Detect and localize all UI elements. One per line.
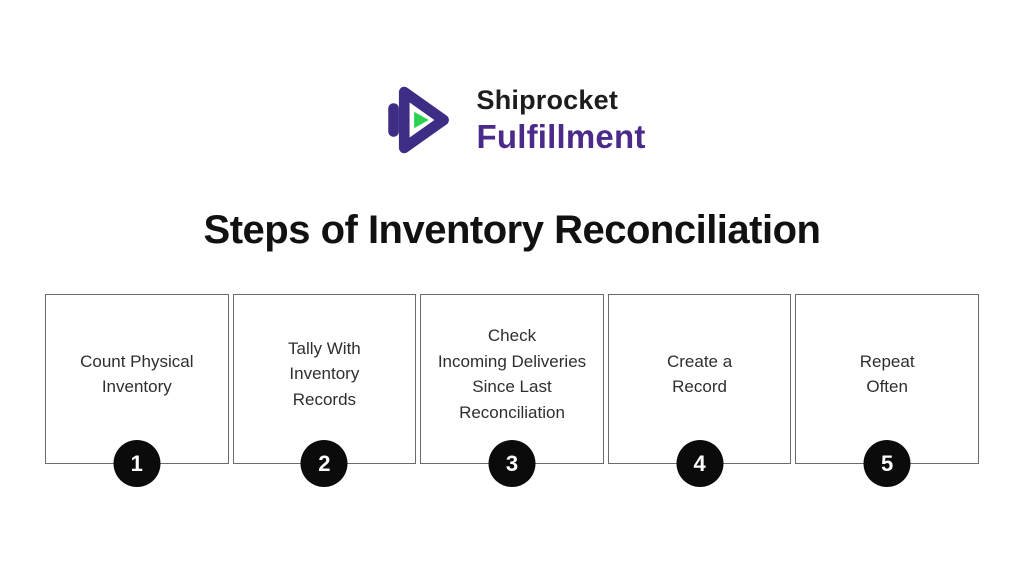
steps-row: Count Physical Inventory 1 Tally With In… (45, 294, 979, 487)
step-number-badge: 2 (300, 440, 348, 487)
logo-brand-name: Shiprocket (476, 84, 619, 115)
step-card-4: Create a Record 4 (607, 294, 792, 487)
shiprocket-logo-icon (388, 86, 450, 154)
step-label: Check Incoming Deliveries Since Last Rec… (437, 326, 587, 422)
step-number-badge: 1 (113, 440, 161, 487)
step-number-badge: 5 (863, 440, 911, 487)
step-card-1: Count Physical Inventory 1 (45, 294, 229, 487)
page-title: Steps of Inventory Reconciliation (203, 208, 821, 252)
logo: Shiprocket Fulfillment (0, 76, 1024, 164)
step-card-5: Repeat Often 5 (795, 294, 979, 487)
step-label: Repeat Often (859, 351, 915, 397)
step-card-3: Check Incoming Deliveries Since Last Rec… (420, 294, 604, 487)
step-label: Count Physical Inventory (80, 351, 194, 397)
step-label: Tally With Inventory Records (288, 338, 361, 409)
step-number-badge: 3 (488, 440, 536, 487)
logo-text: Shiprocket Fulfillment (476, 85, 645, 156)
step-number-badge: 4 (676, 440, 724, 487)
step-label: Create a Record (666, 351, 733, 397)
step-card-2: Tally With Inventory Records 2 (232, 294, 417, 487)
logo-product-name: Fulfillment (476, 117, 646, 155)
